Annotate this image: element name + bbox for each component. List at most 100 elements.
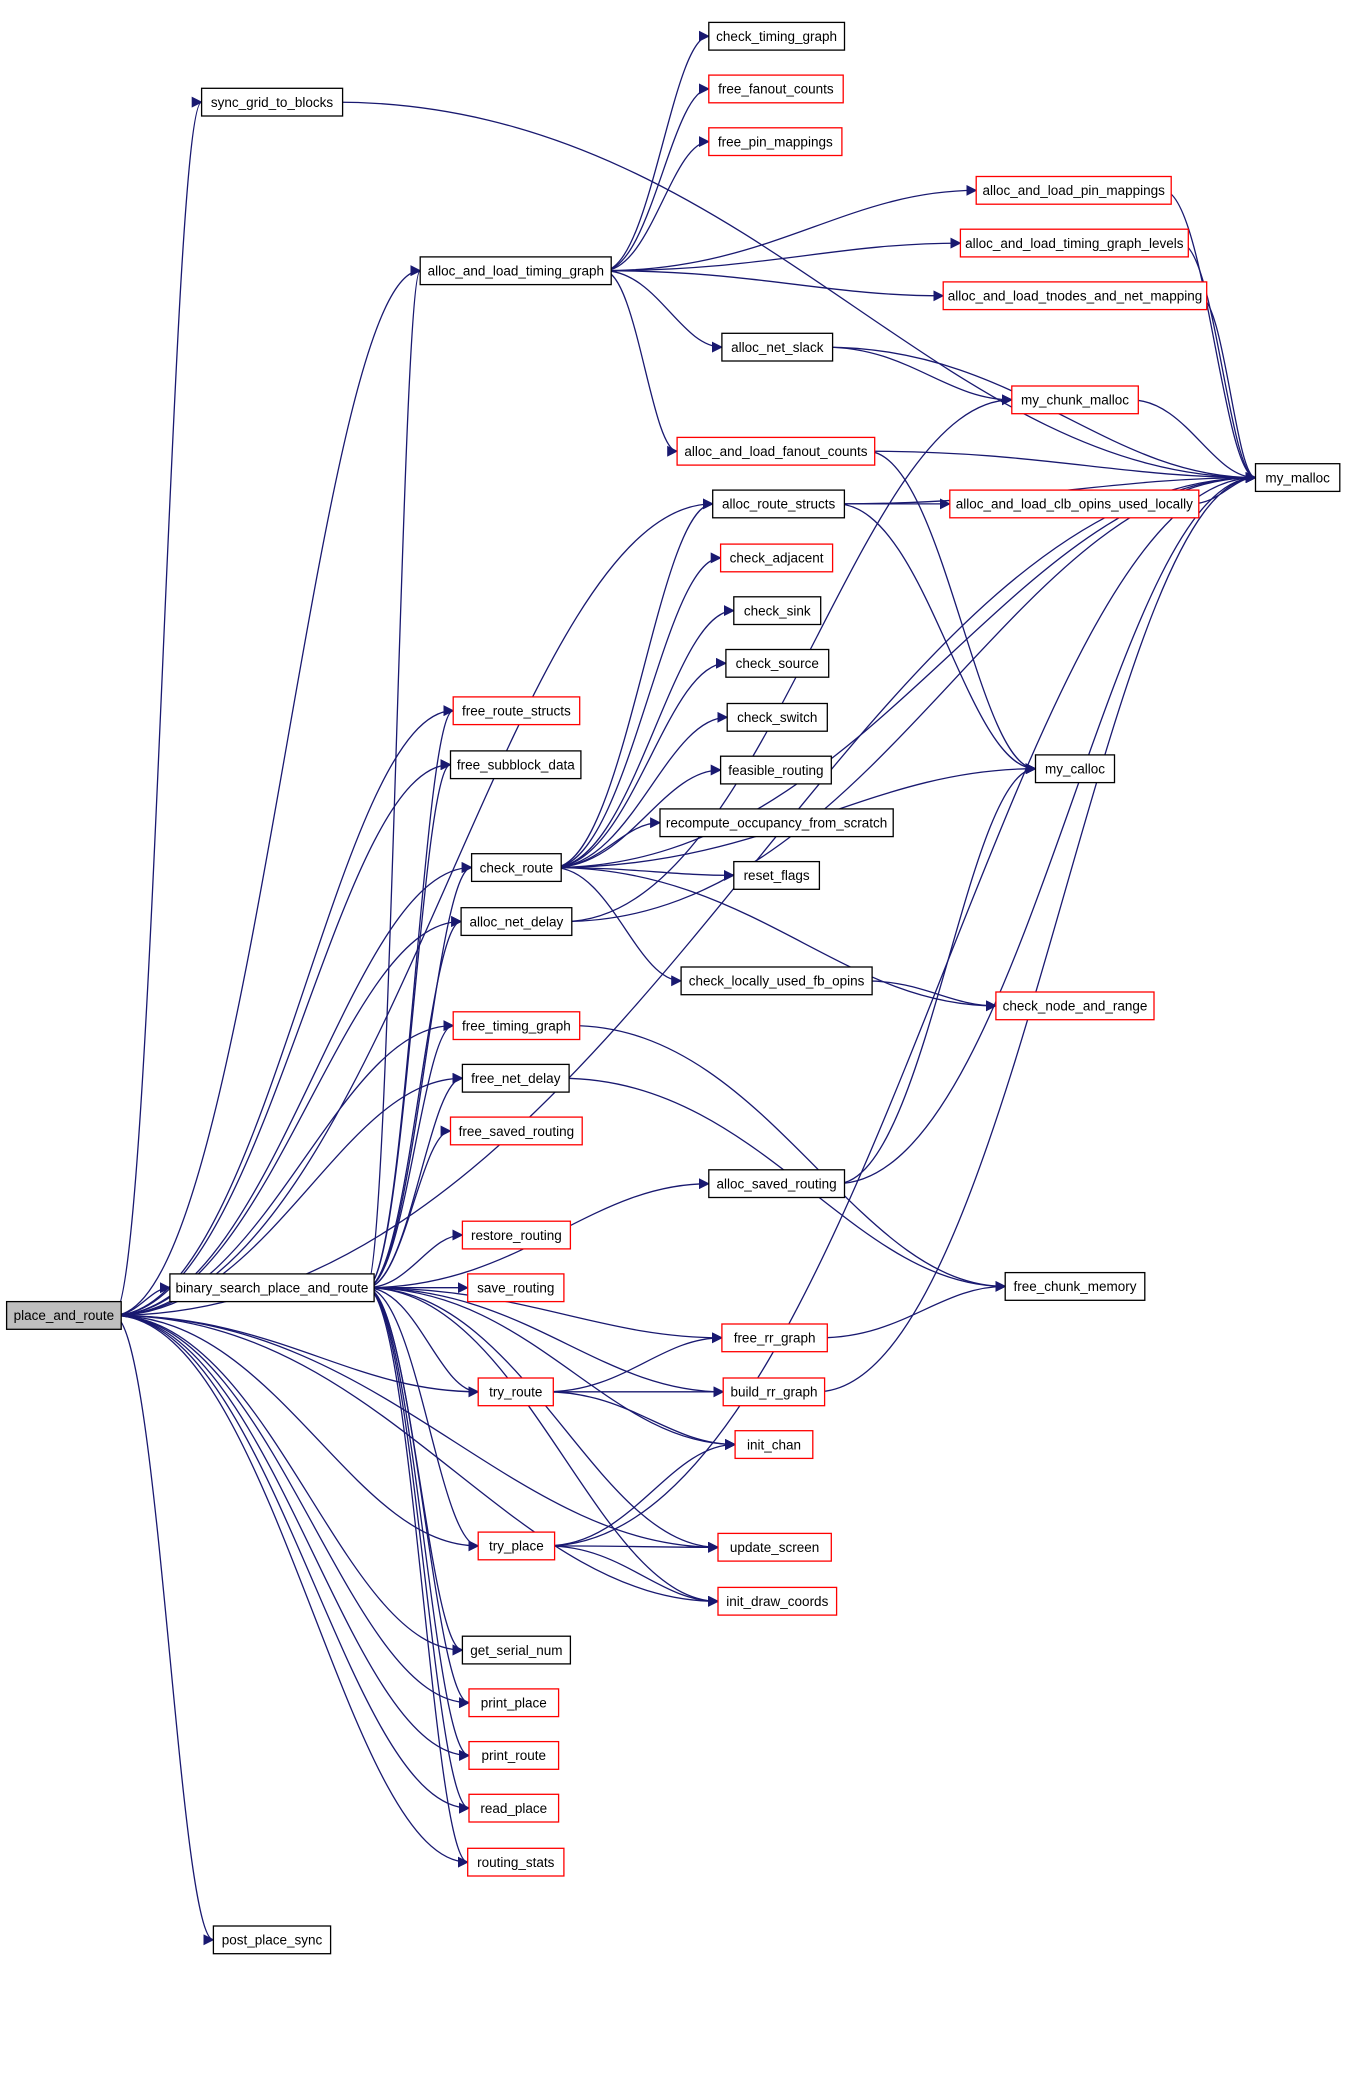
node-box[interactable]	[726, 702, 828, 732]
node-init-draw-coords[interactable]: init_draw_coords	[717, 1586, 838, 1616]
node-free-saved-routing[interactable]: free_saved_routing	[449, 1116, 583, 1146]
node-box[interactable]	[461, 1635, 572, 1665]
node-free-fanout-counts[interactable]: free_fanout_counts	[708, 74, 844, 104]
node-my-malloc[interactable]: my_malloc	[1254, 463, 1341, 493]
node-alloc-net-slack[interactable]: alloc_net_slack	[721, 332, 834, 362]
node-alloc-route-structs[interactable]: alloc_route_structs	[712, 489, 846, 519]
node-box[interactable]	[477, 1377, 554, 1407]
node-alloc-and-load-fanout-counts[interactable]: alloc_and_load_fanout_counts	[676, 436, 876, 466]
node-box[interactable]	[200, 87, 344, 117]
node-get-serial-num[interactable]: get_serial_num	[461, 1635, 572, 1665]
node-box[interactable]	[949, 489, 1200, 519]
node-binary-search-place-and-route[interactable]: binary_search_place_and_route	[169, 1273, 375, 1303]
node-free-subblock-data[interactable]: free_subblock_data	[449, 750, 582, 780]
node-restore-routing[interactable]: restore_routing	[461, 1220, 572, 1250]
node-check-node-and-range[interactable]: check_node_and_range	[995, 991, 1155, 1021]
node-print-route[interactable]: print_route	[468, 1740, 560, 1770]
node-box[interactable]	[659, 808, 894, 838]
node-free-chunk-memory[interactable]: free_chunk_memory	[1004, 1271, 1146, 1301]
node-box[interactable]	[468, 1793, 560, 1823]
node-box[interactable]	[452, 696, 581, 726]
node-update-screen[interactable]: update_screen	[717, 1532, 832, 1562]
node-read-place[interactable]: read_place	[468, 1793, 560, 1823]
node-free-net-delay[interactable]: free_net_delay	[461, 1063, 570, 1093]
node-my-calloc[interactable]: my_calloc	[1034, 754, 1116, 784]
node-check-sink[interactable]: check_sink	[733, 596, 822, 626]
node-box[interactable]	[680, 966, 873, 996]
node-box[interactable]	[470, 853, 562, 883]
node-box[interactable]	[725, 648, 830, 678]
node-check-route[interactable]: check_route	[470, 853, 562, 883]
node-box[interactable]	[169, 1273, 375, 1303]
node-box[interactable]	[5, 1300, 122, 1330]
node-free-route-structs[interactable]: free_route_structs	[452, 696, 581, 726]
node-check-timing-graph[interactable]: check_timing_graph	[708, 21, 846, 51]
node-box[interactable]	[719, 543, 834, 573]
node-box[interactable]	[942, 281, 1208, 311]
node-check-switch[interactable]: check_switch	[726, 702, 828, 732]
node-box[interactable]	[721, 1323, 828, 1353]
node-alloc-saved-routing[interactable]: alloc_saved_routing	[708, 1169, 846, 1199]
node-box[interactable]	[1004, 1271, 1146, 1301]
node-reset-flags[interactable]: reset_flags	[733, 860, 821, 890]
node-box[interactable]	[449, 750, 582, 780]
node-feasible-routing[interactable]: feasible_routing	[719, 755, 832, 785]
node-alloc-and-load-timing-graph[interactable]: alloc_and_load_timing_graph	[419, 256, 612, 286]
node-alloc-and-load-tnodes-and-net-mapping[interactable]: alloc_and_load_tnodes_and_net_mapping	[942, 281, 1208, 311]
node-post-place-sync[interactable]: post_place_sync	[212, 1925, 332, 1955]
node-box[interactable]	[449, 1116, 583, 1146]
node-box[interactable]	[722, 1377, 826, 1407]
node-box[interactable]	[733, 596, 822, 626]
node-box[interactable]	[708, 1169, 846, 1199]
node-save-routing[interactable]: save_routing	[467, 1273, 565, 1303]
node-box[interactable]	[708, 127, 843, 157]
node-check-locally-used-fb-opins[interactable]: check_locally_used_fb_opins	[680, 966, 873, 996]
node-alloc-and-load-pin-mappings[interactable]: alloc_and_load_pin_mappings	[975, 175, 1172, 205]
node-box[interactable]	[468, 1740, 560, 1770]
node-alloc-and-load-timing-graph-levels[interactable]: alloc_and_load_timing_graph_levels	[959, 228, 1189, 258]
node-free-rr-graph[interactable]: free_rr_graph	[721, 1323, 828, 1353]
node-check-source[interactable]: check_source	[725, 648, 830, 678]
node-box[interactable]	[468, 1688, 560, 1718]
node-sync-grid-to-blocks[interactable]: sync_grid_to_blocks	[200, 87, 344, 117]
node-box[interactable]	[460, 907, 573, 937]
node-box[interactable]	[477, 1531, 556, 1561]
node-box[interactable]	[467, 1273, 565, 1303]
node-build-rr-graph[interactable]: build_rr_graph	[722, 1377, 826, 1407]
node-free-timing-graph[interactable]: free_timing_graph	[452, 1011, 581, 1041]
node-box[interactable]	[717, 1532, 832, 1562]
node-my-chunk-malloc[interactable]: my_chunk_malloc	[1011, 385, 1139, 415]
node-check-adjacent[interactable]: check_adjacent	[719, 543, 834, 573]
node-box[interactable]	[975, 175, 1172, 205]
node-box[interactable]	[212, 1925, 332, 1955]
node-box[interactable]	[1034, 754, 1116, 784]
node-box[interactable]	[995, 991, 1155, 1021]
node-box[interactable]	[1011, 385, 1139, 415]
node-box[interactable]	[721, 332, 834, 362]
node-box[interactable]	[959, 228, 1189, 258]
node-recompute-occupancy-from-scratch[interactable]: recompute_occupancy_from_scratch	[659, 808, 894, 838]
node-box[interactable]	[717, 1586, 838, 1616]
node-init-chan[interactable]: init_chan	[734, 1430, 814, 1460]
node-box[interactable]	[461, 1063, 570, 1093]
node-try-place[interactable]: try_place	[477, 1531, 556, 1561]
node-alloc-and-load-clb-opins-used-locally[interactable]: alloc_and_load_clb_opins_used_locally	[949, 489, 1200, 519]
node-box[interactable]	[734, 1430, 814, 1460]
node-box[interactable]	[719, 755, 832, 785]
node-box[interactable]	[708, 74, 844, 104]
node-box[interactable]	[733, 860, 821, 890]
node-box[interactable]	[467, 1847, 565, 1877]
node-place-and-route[interactable]: place_and_route	[5, 1300, 122, 1330]
node-box[interactable]	[676, 436, 876, 466]
node-free-pin-mappings[interactable]: free_pin_mappings	[708, 127, 843, 157]
node-box[interactable]	[419, 256, 612, 286]
node-box[interactable]	[708, 21, 846, 51]
node-box[interactable]	[461, 1220, 572, 1250]
node-routing-stats[interactable]: routing_stats	[467, 1847, 565, 1877]
node-box[interactable]	[1254, 463, 1341, 493]
node-print-place[interactable]: print_place	[468, 1688, 560, 1718]
node-try-route[interactable]: try_route	[477, 1377, 554, 1407]
node-box[interactable]	[452, 1011, 581, 1041]
node-box[interactable]	[712, 489, 846, 519]
node-alloc-net-delay[interactable]: alloc_net_delay	[460, 907, 573, 937]
